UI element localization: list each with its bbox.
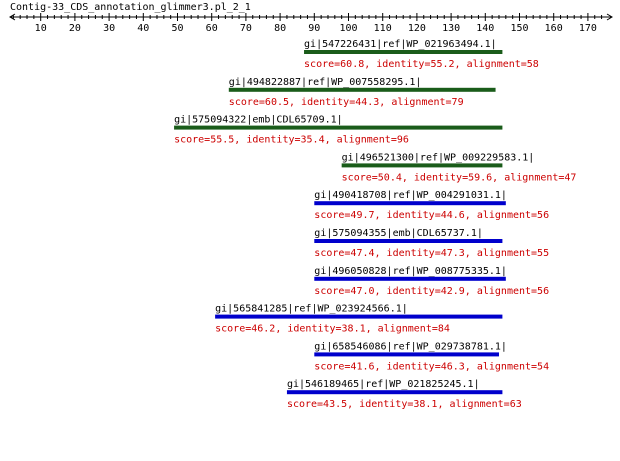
hit-accession-label: gi|547226431|ref|WP_021963494.1| — [304, 39, 497, 50]
ruler-tick-label: 70 — [240, 23, 252, 34]
ruler-tick-label: 110 — [374, 23, 392, 34]
hit-track: gi|546189465|ref|WP_021825245.1| score=43… — [286, 379, 522, 410]
hit-track: gi|658546086|ref|WP_029738781.1| score=41… — [314, 341, 549, 372]
hit-score-label: score=60.8, identity=55.2, alignment=58 — [304, 59, 539, 70]
hit-alignment-bar — [314, 201, 506, 206]
hit-score-label: score=60.5, identity=44.3, alignment=79 — [229, 97, 464, 108]
hit-accession-label: gi|565841285|ref|WP_023924566.1| — [215, 304, 408, 315]
ruler-right-arrow — [606, 13, 613, 21]
hit-track: gi|575094355|emb|CDL65737.1| score=47.4, … — [314, 228, 549, 259]
ruler-tick-label: 160 — [545, 23, 563, 34]
hit-alignment-bar — [314, 239, 503, 243]
hit-tracks: gi|547226431|ref|WP_021963494.1| score=60… — [174, 39, 576, 410]
hit-score-label: score=47.4, identity=47.3, alignment=55 — [314, 248, 549, 259]
hit-alignment-bar — [314, 276, 506, 281]
hit-accession-label: gi|494822887|ref|WP_007558295.1| — [229, 77, 422, 88]
ruler-tick-label: 40 — [137, 23, 149, 34]
hit-accession-label: gi|546189465|ref|WP_021825245.1| — [287, 379, 480, 390]
hit-alignment-bar — [286, 390, 503, 395]
ruler-tick-label: 150 — [510, 23, 528, 34]
hit-alignment-bar — [314, 352, 499, 357]
hit-score-label: score=55.5, identity=35.4, alignment=96 — [174, 135, 409, 146]
hit-alignment-bar — [341, 163, 503, 168]
hit-track: gi|547226431|ref|WP_021963494.1| score=60… — [304, 39, 539, 70]
hit-accession-label: gi|658546086|ref|WP_029738781.1| — [314, 341, 507, 352]
hit-alignment-bar — [174, 125, 503, 130]
hit-score-label: score=49.7, identity=44.6, alignment=56 — [314, 210, 549, 221]
ruler-tick-label: 60 — [206, 23, 218, 34]
hit-accession-label: gi|575094322|emb|CDL65709.1| — [174, 115, 343, 126]
hit-track: gi|496050828|ref|WP_008775335.1| score=47… — [314, 266, 549, 297]
hit-score-label: score=46.2, identity=38.1, alignment=84 — [215, 324, 450, 335]
hit-track: gi|490418708|ref|WP_004291031.1| score=49… — [314, 190, 549, 221]
ruler-tick-label: 120 — [408, 23, 426, 34]
hit-alignment-bar — [215, 314, 503, 319]
ruler-tick-label: 50 — [171, 23, 183, 34]
ruler-tick-label: 10 — [35, 23, 47, 34]
ruler-tick-label: 100 — [339, 23, 357, 34]
hit-alignment-bar — [228, 87, 496, 92]
hit-accession-label: gi|496050828|ref|WP_008775335.1| — [314, 266, 507, 277]
ruler-tick-label: 20 — [69, 23, 81, 34]
hit-track: gi|565841285|ref|WP_023924566.1| score=46… — [215, 304, 503, 335]
hit-score-label: score=41.6, identity=46.3, alignment=54 — [314, 361, 549, 372]
contig-title: Contig-33_CDS_annotation_glimmer3.pl_2_1 — [10, 2, 251, 13]
hit-score-label: score=47.0, identity=42.9, alignment=56 — [314, 286, 549, 297]
ruler-tick-label: 80 — [274, 23, 286, 34]
hit-alignment-bar — [304, 50, 503, 54]
hit-track: gi|494822887|ref|WP_007558295.1| score=60… — [228, 77, 496, 108]
ruler-tick-label: 140 — [476, 23, 494, 34]
hit-accession-label: gi|575094355|emb|CDL65737.1| — [314, 228, 483, 239]
hit-track: gi|575094322|emb|CDL65709.1| score=55.5, … — [174, 115, 503, 146]
hit-score-label: score=50.4, identity=59.6, alignment=47 — [342, 172, 577, 183]
position-ruler: 10 20 30 40 50 60 70 80 90 100 110 120 130 140 150 160 1… — [9, 13, 613, 34]
ruler-tick-label: 130 — [442, 23, 460, 34]
hit-score-label: score=43.5, identity=38.1, alignment=63 — [287, 399, 522, 410]
ruler-tick-label: 30 — [103, 23, 115, 34]
hit-accession-label: gi|490418708|ref|WP_004291031.1| — [314, 190, 507, 201]
hit-accession-label: gi|496521300|ref|WP_009229583.1| — [342, 152, 535, 163]
ruler-tick-label: 170 — [579, 23, 597, 34]
hit-track: gi|496521300|ref|WP_009229583.1| score=50… — [341, 152, 577, 183]
ruler-tick-label: 90 — [308, 23, 320, 34]
